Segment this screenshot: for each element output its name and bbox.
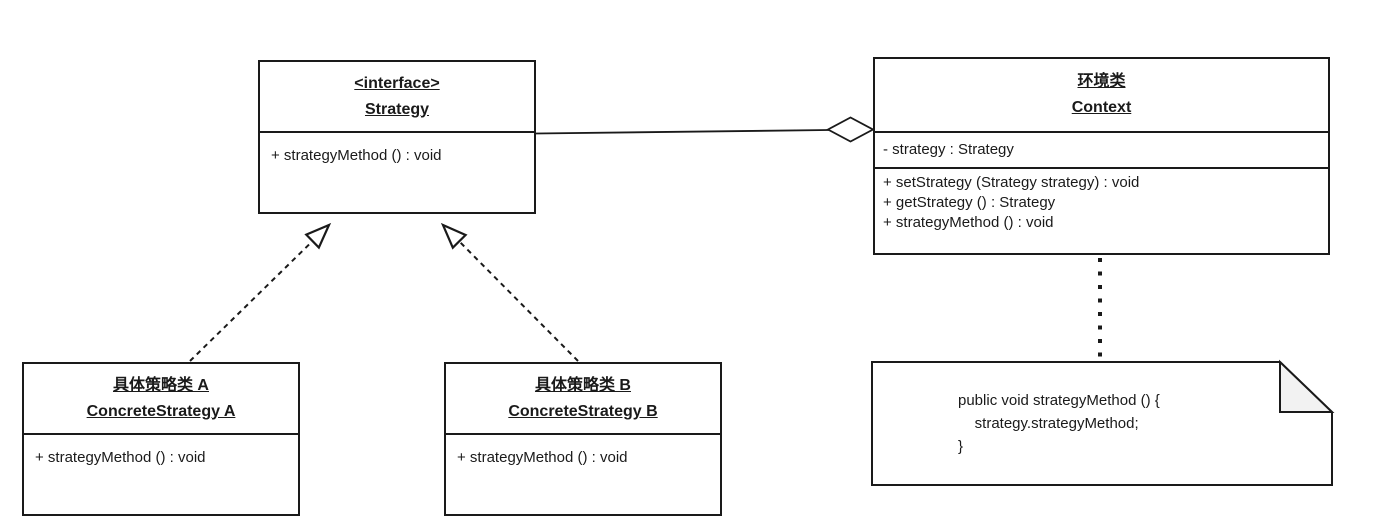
concrete-a-method: + strategyMethod () : void — [35, 449, 206, 466]
context-method-setstrategy: + setStrategy (Strategy strategy) : void — [883, 174, 1140, 191]
context-methods-compartment: + setStrategy (Strategy strategy) : void… — [875, 169, 1328, 233]
class-box-concrete-strategy-a: 具体策略类 A ConcreteStrategy A + strategyMet… — [22, 362, 300, 516]
context-title-compartment: 环境类 Context — [875, 59, 1328, 133]
strategy-methods-compartment: + strategyMethod () : void — [260, 133, 534, 166]
concrete-a-name: ConcreteStrategy A — [86, 402, 236, 420]
note-shape — [871, 361, 1333, 486]
concrete-b-name-cn: 具体策略类 B — [534, 376, 631, 394]
concrete-b-method: + strategyMethod () : void — [457, 449, 628, 466]
interface-stereotype: <interface> — [354, 74, 440, 92]
context-method-strategymethod: + strategyMethod () : void — [883, 214, 1054, 231]
concrete-a-name-cn: 具体策略类 A — [112, 376, 209, 394]
context-name-cn: 环境类 — [1077, 73, 1126, 90]
context-method-getstrategy: + getStrategy () : Strategy — [883, 194, 1056, 211]
context-attrs-compartment: - strategy : Strategy — [875, 133, 1328, 169]
interface-name: Strategy — [364, 100, 430, 118]
note-code-line-3: } — [958, 438, 964, 455]
strategy-title-compartment: <interface> Strategy — [260, 62, 534, 133]
note-fold-icon — [1279, 359, 1335, 413]
concrete-a-title-compartment: 具体策略类 A ConcreteStrategy A — [24, 364, 298, 435]
aggregation-diamond-icon — [826, 116, 875, 143]
class-box-context: 环境类 Context - strategy : Strategy + setS… — [873, 57, 1330, 255]
concrete-b-name: ConcreteStrategy B — [508, 402, 658, 420]
aggregation-connector — [535, 129, 830, 135]
concrete-a-methods-compartment: + strategyMethod () : void — [24, 435, 298, 468]
concrete-b-title-compartment: 具体策略类 B ConcreteStrategy B — [446, 364, 720, 435]
realization-arrow-a — [189, 222, 332, 362]
code-note: public void strategyMethod () { strategy… — [872, 362, 1332, 485]
note-code-line-2: strategy.strategyMethod; — [958, 415, 1139, 432]
context-attribute: - strategy : Strategy — [883, 141, 1014, 158]
class-box-strategy-interface: <interface> Strategy + strategyMethod ()… — [258, 60, 536, 214]
concrete-b-methods-compartment: + strategyMethod () : void — [446, 435, 720, 468]
realization-arrow-b — [440, 222, 579, 362]
class-box-concrete-strategy-b: 具体策略类 B ConcreteStrategy B + strategyMet… — [444, 362, 722, 516]
context-name: Context — [1071, 99, 1132, 116]
strategy-method: + strategyMethod () : void — [271, 147, 442, 164]
note-code-line-1: public void strategyMethod () { — [958, 392, 1160, 409]
